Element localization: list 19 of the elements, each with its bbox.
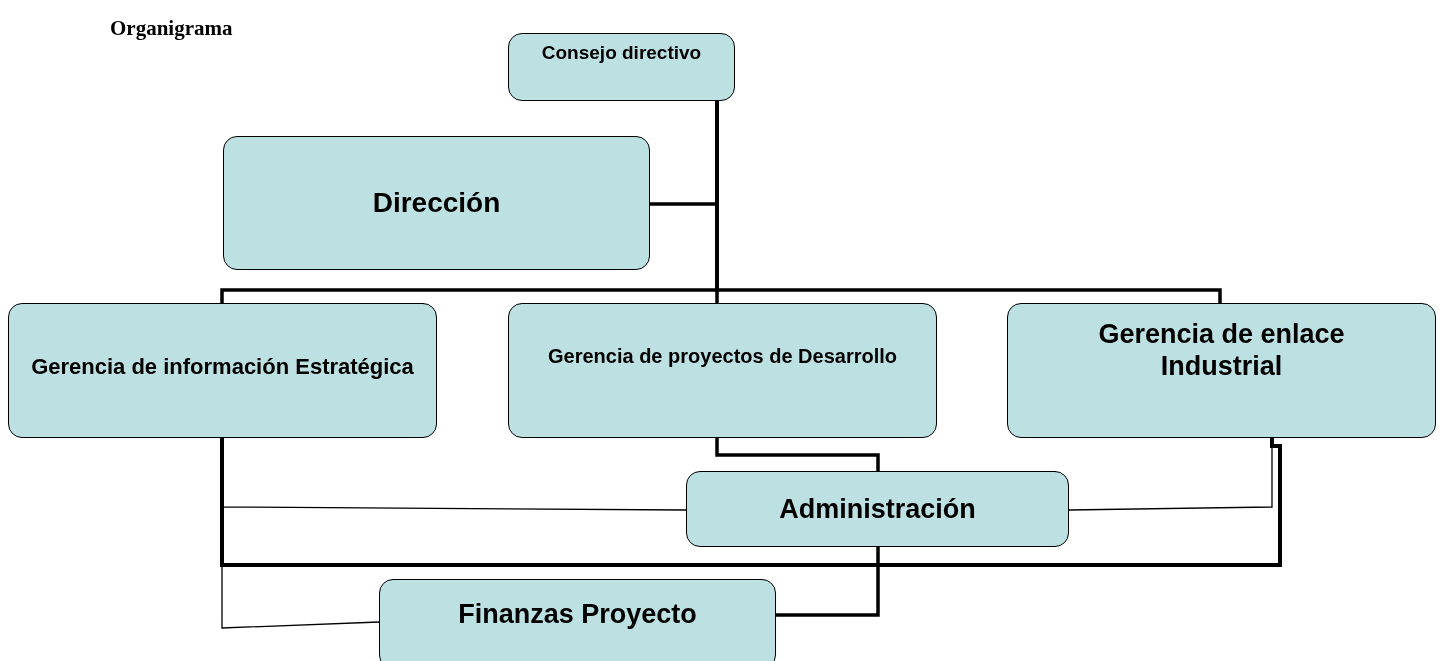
connector-line: [776, 547, 880, 617]
unit-name: Gerencia de proyectos de Desarrollo: [548, 344, 897, 368]
org-unit-box: [1007, 303, 1436, 438]
unit-name: Consejo directivo: [541, 42, 702, 65]
org-unit-box: [508, 303, 937, 438]
org-unit-box: [686, 471, 1069, 547]
diagram-title: Organigrama: [110, 16, 233, 41]
org-unit-box: [8, 303, 437, 438]
org-unit-box: [508, 33, 735, 101]
connector-line: [1068, 437, 1273, 511]
connector-line: [715, 438, 880, 471]
connector-line: [220, 436, 1282, 567]
unit-name: Gerencia de información Estratégica: [31, 354, 414, 381]
unit-name: Administración: [779, 492, 976, 526]
org-unit-box: [379, 579, 776, 661]
unit-name: Dirección: [372, 186, 501, 220]
org-unit-box: [223, 136, 650, 270]
unit-name: Finanzas Proyecto: [458, 598, 697, 631]
unit-name: Gerencia de enlace Industrial: [1097, 318, 1346, 383]
